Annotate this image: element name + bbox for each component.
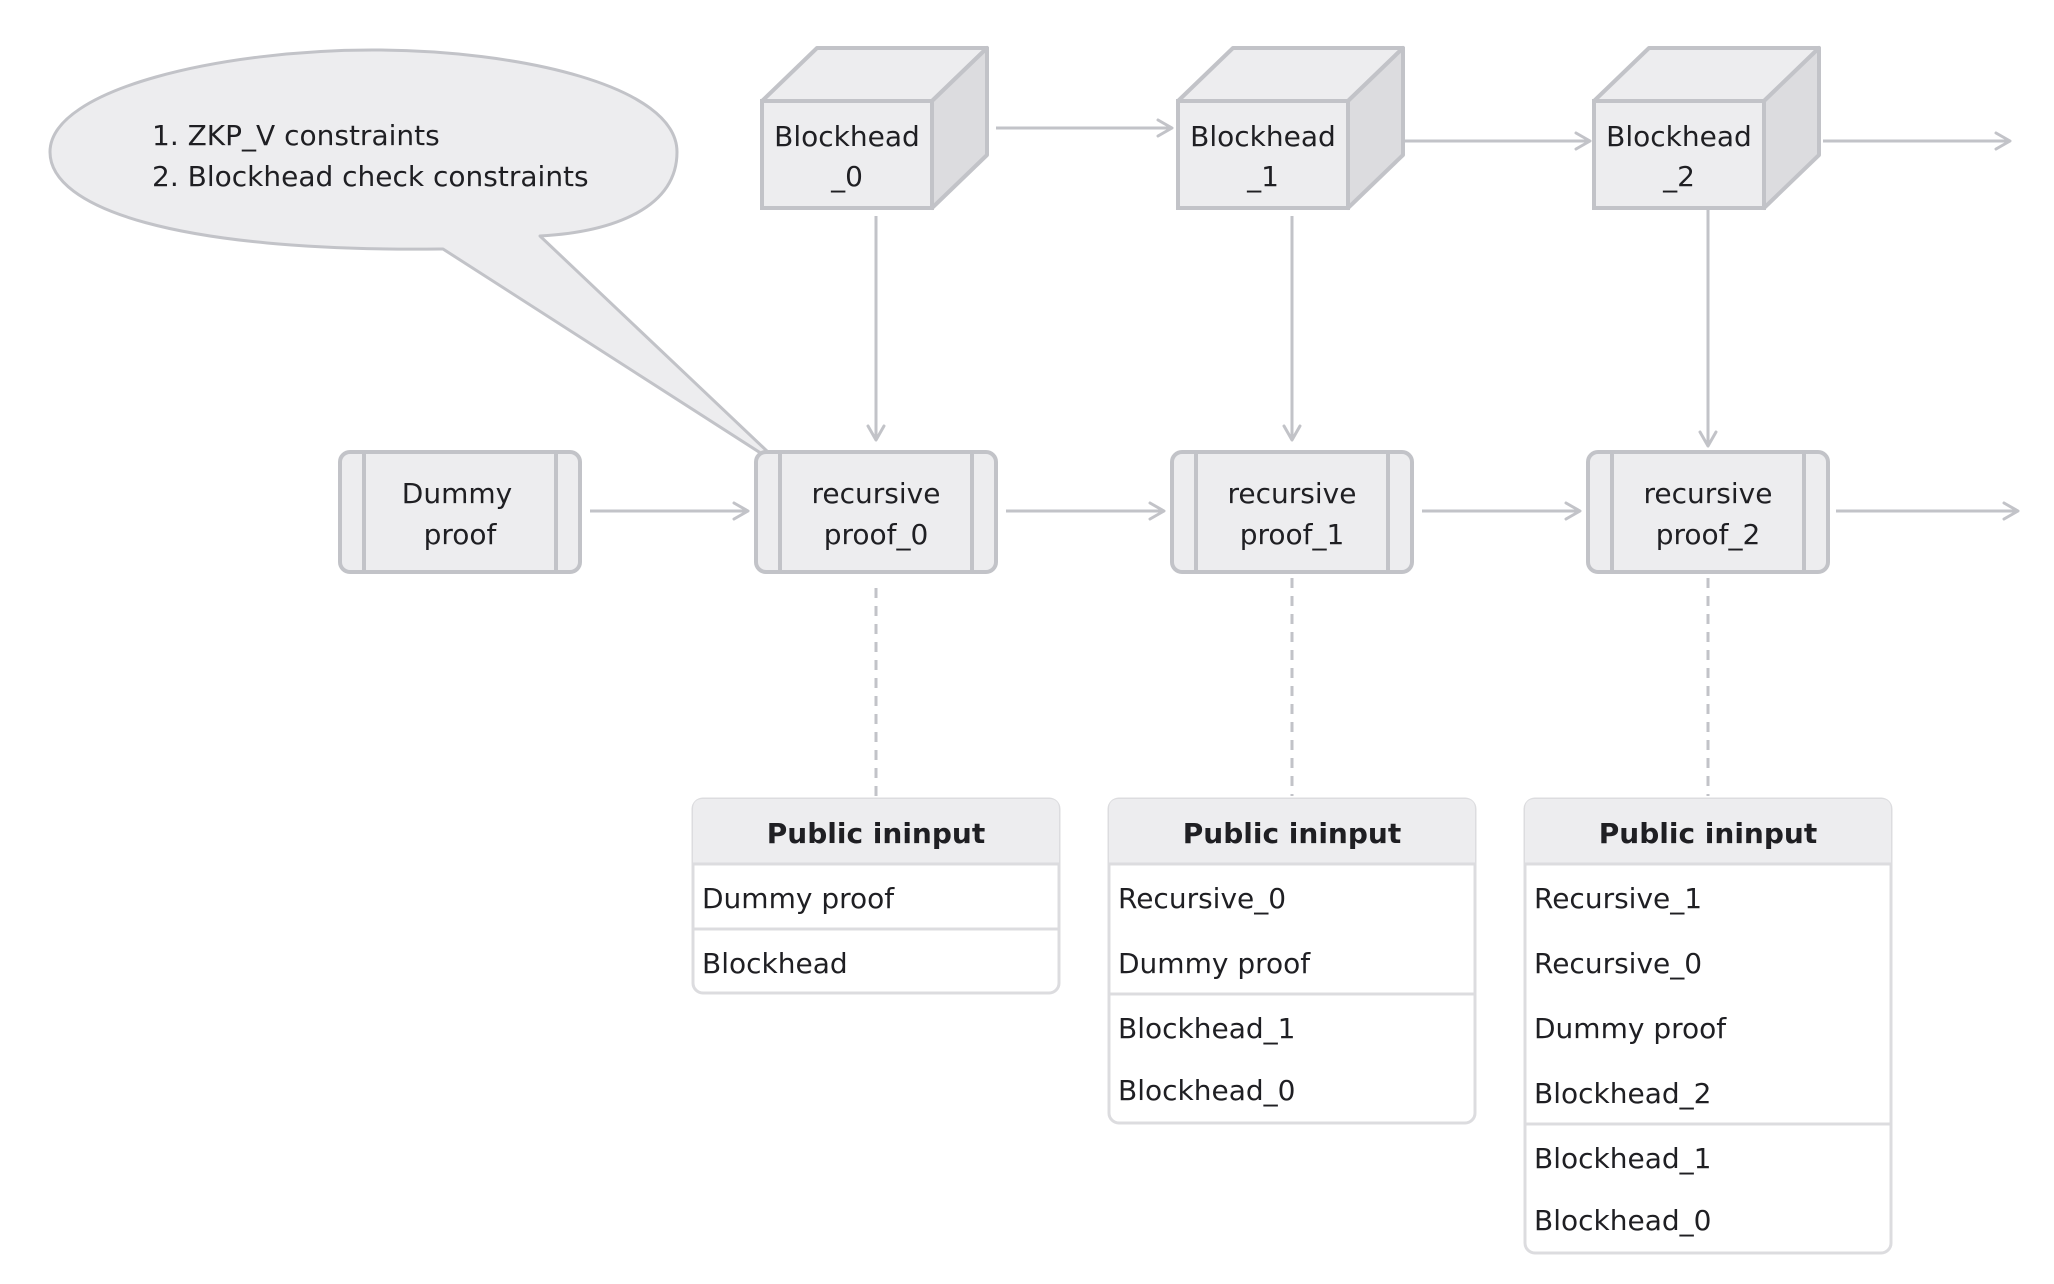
callout-bubble: 1. ZKP_V constraints 2. Blockhead check … [48,48,789,472]
table-0-header: Public ininput [767,817,985,850]
table-2-row: Blockhead_1 [1534,1142,1711,1175]
table-2-row: Recursive_0 [1534,947,1702,980]
table-2-row: Dummy proof [1534,1012,1727,1045]
blockhead-2-label-line1: Blockhead [1606,120,1752,153]
table-1-row: Recursive_0 [1118,882,1286,915]
public-input-table-0: Public ininput Dummy proof Blockhead [691,797,1061,995]
recursive-proof-box-1: recursive proof_1 [1170,450,1414,574]
table-2-row: Blockhead_2 [1534,1077,1711,1110]
dummy-proof-label-line1: Dummy [402,477,512,510]
blockhead-cube-2: Blockhead _2 [1592,46,1821,210]
recursive-proof-0-label-line1: recursive [812,477,941,510]
recursive-proof-1-label-line1: recursive [1228,477,1357,510]
recursive-proof-2-label-line1: recursive [1644,477,1773,510]
table-0-row: Dummy proof [702,882,895,915]
blockhead-cube-0: Blockhead _0 [760,46,989,210]
table-1-header: Public ininput [1183,817,1401,850]
blockhead-1-label-line1: Blockhead [1190,120,1336,153]
table-1-row: Dummy proof [1118,947,1311,980]
dummy-proof-label-line2: proof [424,518,498,551]
table-1-row: Blockhead_0 [1118,1074,1295,1107]
table-1-row: Blockhead_1 [1118,1012,1295,1045]
callout-line-1: 1. ZKP_V constraints [152,119,440,152]
table-2-header: Public ininput [1599,817,1817,850]
recursive-proof-box-0: recursive proof_0 [754,450,998,574]
table-2-row: Recursive_1 [1534,882,1702,915]
blockhead-0-label-line1: Blockhead [774,120,920,153]
dummy-proof-box: Dummy proof [338,450,582,574]
recursive-proof-box-2: recursive proof_2 [1586,450,1830,574]
blockhead-0-label-line2: _0 [830,160,863,193]
recursive-proof-0-label-line2: proof_0 [824,518,929,551]
public-input-table-2: Public ininput Recursive_1 Recursive_0 D… [1523,797,1893,1255]
blockhead-2-label-line2: _2 [1662,160,1695,193]
blockhead-1-label-line2: _1 [1246,160,1279,193]
table-2-row: Blockhead_0 [1534,1204,1711,1237]
table-0-row: Blockhead [702,947,848,980]
recursive-proof-2-label-line2: proof_2 [1656,518,1761,551]
callout-line-2: 2. Blockhead check constraints [152,160,589,193]
public-input-table-1: Public ininput Recursive_0 Dummy proof B… [1107,797,1477,1125]
recursive-proof-1-label-line2: proof_1 [1240,518,1345,551]
blockhead-cube-1: Blockhead _1 [1176,46,1405,210]
